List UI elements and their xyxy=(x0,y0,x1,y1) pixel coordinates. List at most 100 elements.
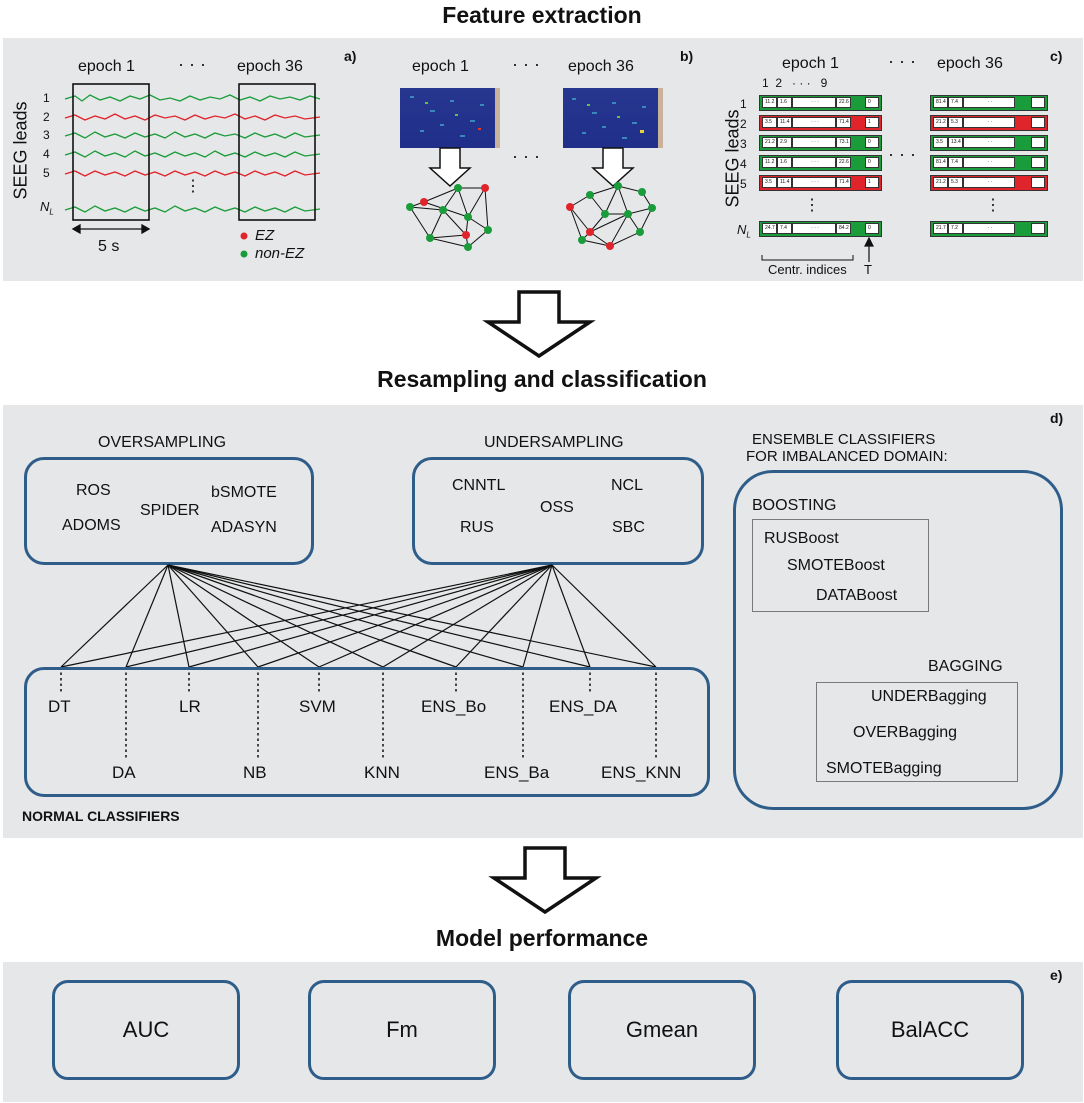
network-nodes-epoch-1 xyxy=(406,184,492,251)
target-label: T xyxy=(864,262,872,277)
feature-cell-v9: 71.4 xyxy=(836,117,851,128)
feature-cell-mid: · · xyxy=(963,177,1015,188)
panel-c-vdots-36: ⋮ xyxy=(985,197,1001,214)
feature-cell-v9: 22.6 xyxy=(836,97,851,108)
feature-cell-t: 0 xyxy=(865,97,879,108)
undersampling-title: UNDERSAMPLING xyxy=(484,434,624,451)
method-cnntl: CNNTL xyxy=(452,477,506,494)
panel-e-label: e) xyxy=(1050,967,1063,983)
panel-c-lead-nl: NL xyxy=(737,222,751,240)
panel-b-label: b) xyxy=(680,48,694,64)
method-sbc: SBC xyxy=(612,519,645,536)
feature-cell-v2: 13.4 xyxy=(948,137,963,148)
panel-a-vdots: ⋮ xyxy=(185,178,201,195)
feature-cell-v2: 7.2 xyxy=(948,223,963,234)
arrow-b1 xyxy=(428,147,472,188)
classifier-da: DA xyxy=(112,763,136,782)
feature-cell-v9: 84.2 xyxy=(836,223,851,234)
feature-cell-v1: 81.4 xyxy=(933,97,948,108)
feature-cell-mid: · · · xyxy=(792,97,836,108)
eeg-trace-4 xyxy=(64,150,321,158)
panel-c-label: c) xyxy=(1050,48,1063,64)
feature-cell-mid: · · · xyxy=(792,117,836,128)
feature-cell-v1: 21.2 xyxy=(762,137,777,148)
boosting-box xyxy=(752,519,929,612)
feature-cell-v1: 21.2 xyxy=(933,117,948,128)
feature-cell-v2: 11.4 xyxy=(777,117,792,128)
normal-classifiers-box xyxy=(24,667,710,797)
bagging-box xyxy=(816,682,1018,782)
feature-cell-mid: · · xyxy=(963,97,1015,108)
panel-a-dots: · · · xyxy=(178,54,206,74)
feature-cell-v9: 71.4 xyxy=(836,177,851,188)
panel-c-annotations xyxy=(761,236,874,262)
method-rus: RUS xyxy=(460,519,494,536)
title-feature-extraction: Feature extraction xyxy=(442,2,642,28)
flow-arrow-2 xyxy=(488,846,602,915)
ensemble-databoost: DATABoost xyxy=(816,587,898,604)
network-graph-epoch-1 xyxy=(409,187,489,248)
heatmap-epoch-36 xyxy=(563,88,663,148)
feature-cell-mid: · · xyxy=(963,137,1015,148)
feature-cell-v2: 1.6 xyxy=(777,157,792,168)
feature-cell-mid: · · · xyxy=(792,223,836,234)
feature-cell-t: 0 xyxy=(865,223,879,234)
feature-cell-t xyxy=(1031,97,1045,108)
eeg-trace-3 xyxy=(64,131,321,139)
feature-cell-v1: 3.5 xyxy=(762,117,777,128)
panel-c-lead-2: 2 xyxy=(740,117,747,131)
method-adoms: ADOMS xyxy=(62,517,121,534)
ensemble-smotebagging: SMOTEBagging xyxy=(826,760,942,777)
panel-b-dots: · · · xyxy=(512,54,540,74)
feature-cell-v1: 21.7 xyxy=(933,223,948,234)
duration-label: 5 s xyxy=(98,238,120,255)
panel-b-epoch-first: epoch 1 xyxy=(412,58,469,75)
legend-nonez-label: non-EZ xyxy=(255,245,305,262)
panel-c-lead-1: 1 xyxy=(740,97,747,111)
panel-a-nl-sub: L xyxy=(49,207,54,217)
eeg-trace-5 xyxy=(64,170,321,177)
feature-cell-v9: 73.1 xyxy=(836,137,851,148)
panel-a-lead-2: 2 xyxy=(43,110,50,124)
panel-a-lead-5: 5 xyxy=(43,166,50,180)
classifier-ens-ba: ENS_Ba xyxy=(484,763,550,782)
feature-cell-v1: 3.5 xyxy=(933,137,948,148)
panel-a-lead-4: 4 xyxy=(43,147,50,161)
feature-cell-v2: 7.4 xyxy=(777,223,792,234)
heatmap-epoch-1 xyxy=(400,88,500,148)
centr-indices-label: Centr. indices xyxy=(768,262,847,277)
feature-cell-v2: 5.3 xyxy=(948,177,963,188)
feature-cell-t: 1 xyxy=(865,117,879,128)
feature-cell-v2: 7.4 xyxy=(948,157,963,168)
panel-d-label: d) xyxy=(1050,410,1064,426)
panel-c-lead-3: 3 xyxy=(740,137,747,151)
classifier-svm: SVM xyxy=(299,697,336,716)
ensemble-overbagging: OVERBagging xyxy=(853,724,958,741)
panel-c-nl: N xyxy=(737,222,747,237)
method-ncl: NCL xyxy=(611,477,644,494)
method-oss: OSS xyxy=(540,499,574,516)
network-nodes-epoch-36 xyxy=(566,182,656,250)
epoch-1-window xyxy=(72,83,150,221)
ensemble-title-line2: FOR IMBALANCED DOMAIN: xyxy=(746,448,948,465)
ensemble-underbagging: UNDERBagging xyxy=(871,688,987,705)
feature-cell-t xyxy=(1031,223,1045,234)
feature-cell-v1: 81.4 xyxy=(933,157,948,168)
feature-cell-t: 0 xyxy=(865,157,879,168)
eeg-trace-nl xyxy=(64,205,321,213)
feature-cell-mid: · · · xyxy=(792,157,836,168)
panel-c-lead-5: 5 xyxy=(740,177,747,191)
feature-cell-v1: 11.2 xyxy=(762,157,777,168)
panel-c-epoch-last: epoch 36 xyxy=(937,55,1003,72)
panel-a-lead-nl: NL xyxy=(40,199,54,217)
undersampling-box xyxy=(412,457,704,565)
title-model-performance: Model performance xyxy=(435,925,649,951)
feature-cell-v2: 11.4 xyxy=(777,177,792,188)
feature-cell-v9: 22.6 xyxy=(836,157,851,168)
feature-cell-v1: 3.5 xyxy=(762,177,777,188)
feature-cell-v2: 5.3 xyxy=(948,117,963,128)
feature-cell-t xyxy=(1031,177,1045,188)
panel-a-lead-1: 1 xyxy=(43,91,50,105)
panel-c-lead-4: 4 xyxy=(740,157,747,171)
